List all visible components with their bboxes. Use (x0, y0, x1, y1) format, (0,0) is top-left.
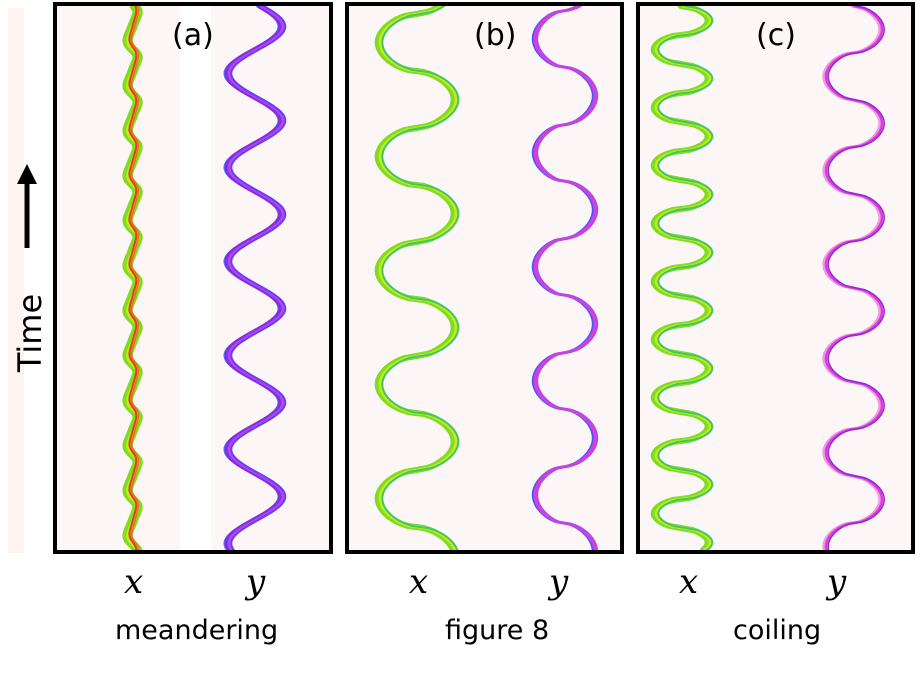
y-trace-stroke (227, 6, 285, 550)
panel-label: (b) (474, 18, 517, 53)
x-trace (374, 6, 460, 550)
x-trace (650, 6, 714, 550)
y-variable-label: y (246, 562, 266, 602)
time-axis-label: Time (11, 293, 49, 373)
x-variable-label: x (409, 562, 429, 602)
x-variable-label: x (679, 562, 699, 602)
caption-figure-8: figure 8 (445, 615, 550, 646)
caption-coiling: coiling (733, 615, 822, 646)
x-trace-stroke (129, 6, 143, 550)
panel-figure-8: (b) (345, 2, 624, 554)
x-trace-core (128, 6, 140, 550)
x-trace-core-stroke (130, 6, 140, 550)
blank-gap (180, 6, 211, 550)
x-trace-stroke (381, 6, 460, 550)
y-trace-stroke (224, 6, 284, 550)
panel-coiling: (c) (636, 2, 915, 554)
y-trace (822, 6, 885, 550)
panel-meandering: (a) (53, 2, 333, 554)
caption-meandering: meandering (115, 615, 279, 646)
panel-label: (c) (756, 18, 796, 53)
time-arrow-icon (17, 164, 37, 248)
x-trace-stroke (378, 6, 458, 550)
x-trace-core-stroke (128, 6, 138, 550)
panel-c-plot (650, 6, 885, 550)
y-variable-label: y (549, 562, 569, 602)
y-trace-stroke (230, 6, 287, 550)
x-variable-label: x (124, 562, 144, 602)
x-trace-stroke (374, 6, 457, 550)
y-trace-stroke (824, 6, 884, 550)
panel-b-plot (374, 6, 599, 550)
y-trace (223, 6, 287, 550)
panel-a-plot (122, 6, 287, 550)
y-variable-label: y (827, 562, 847, 602)
y-trace-stroke (827, 6, 885, 550)
y-trace (531, 6, 599, 550)
y-trace-stroke (536, 6, 599, 550)
x-trace-stroke (657, 6, 714, 550)
y-trace-stroke (533, 6, 597, 550)
panel-label: (a) (172, 18, 214, 53)
time-gradient-strip (8, 8, 24, 553)
